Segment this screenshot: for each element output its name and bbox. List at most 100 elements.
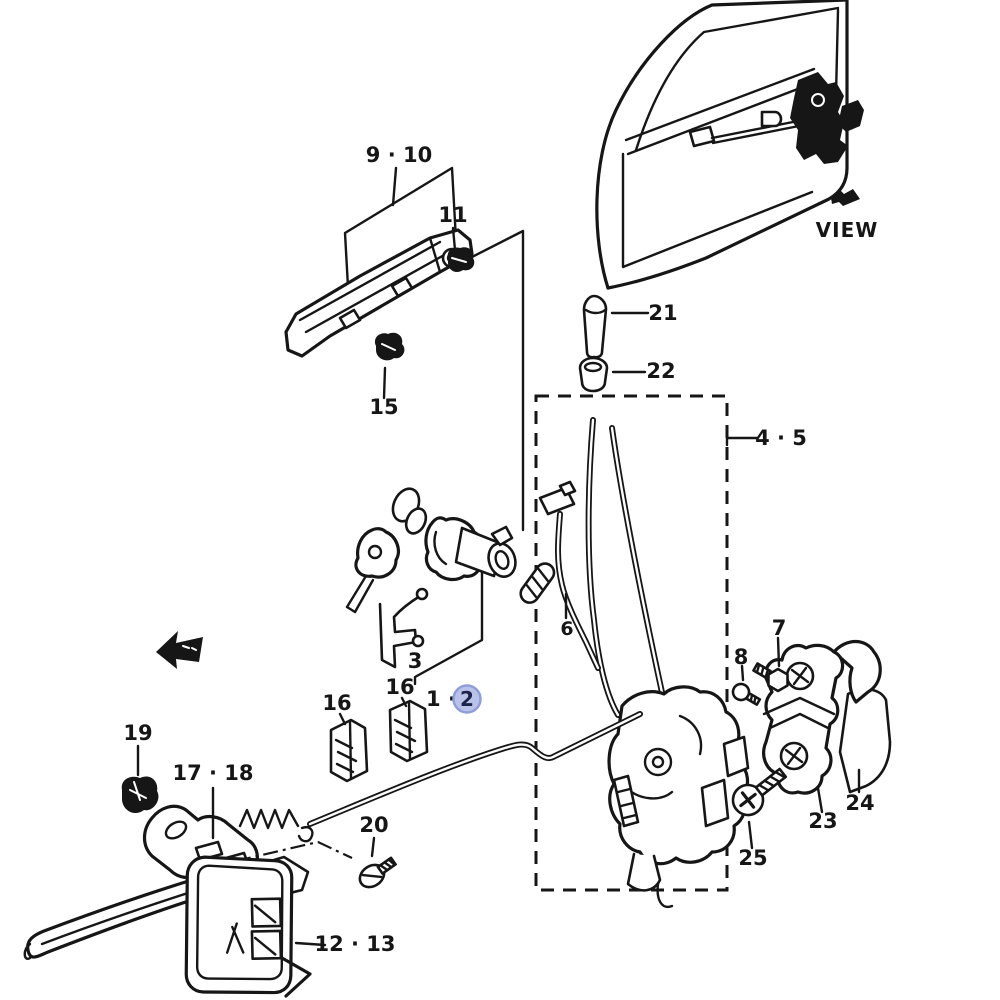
cylinder-washer-b [404,507,428,535]
leader-25 [747,820,754,850]
rod-hook [297,826,314,843]
latch-detail-b [678,714,703,756]
label-part-19: 19 [123,721,152,745]
leader-7 [776,636,781,668]
grommet-19-shine [129,781,147,801]
door-outer-edge [595,0,848,290]
nut-11-shine [451,257,467,263]
window-sill-line [624,67,816,142]
inner-panel-top [626,80,818,156]
bezel-12-13 [184,855,294,995]
door-latch-cluster [790,72,848,164]
leader-16-right [400,696,408,708]
label-part-16-left: 16 [322,691,351,715]
lock-knob-assembly [578,294,609,393]
door-rear-edge [606,0,849,290]
connecting-rod [297,711,643,843]
leader-lines [136,166,861,947]
handle-stud-a [390,276,414,298]
outside-handle-assembly [284,228,475,361]
part-labels: 9 · 10 11 15 21 22 4 · 5 3 16 16 1 · 19 … [123,143,874,956]
hinge-spring [238,808,300,830]
rear-frame-inner [834,8,840,97]
label-part-9-10: 9 · 10 [366,143,432,167]
striker-plate-24 [838,687,892,794]
screw-centre-line [235,840,353,863]
bolt-8 [731,682,762,706]
leader-9-10 [391,166,398,207]
label-part-1: 1 · [426,687,456,711]
latch-side-plate-a [700,778,730,828]
handle-inner-line-b [304,252,448,334]
cylinder-keyway [494,550,510,570]
dashed-box [534,394,729,892]
forward-arrow-marks [182,645,197,651]
cylinder-flange-detail [433,530,448,566]
label-part-8: 8 [734,645,749,669]
latch-foot [626,852,662,892]
key-blade-b [353,578,375,614]
latch-rods [519,417,671,723]
latch-side-plate-b [722,735,750,778]
leader-8 [740,664,745,682]
handle-stud-b [338,308,362,330]
latch-boundary [534,394,759,892]
door-lock-wing [838,100,864,132]
striker-hook [832,639,882,704]
grommet-22-hole [583,361,603,373]
bezel-hole-hatch [225,904,277,956]
striker-channel [762,696,836,730]
bolt-7 [752,662,789,693]
leader-11 [451,226,457,252]
highlight-circle[interactable] [452,684,482,714]
clip-16-right-hatch [393,701,417,761]
highlight-part-2[interactable]: 2 [452,684,482,714]
label-part-7: 7 [772,616,787,640]
window-frame-inner [634,6,840,152]
label-part-20: 20 [359,813,388,837]
leader-20 [370,836,376,858]
latch-lever-hatch [616,787,638,820]
label-part-3: 3 [408,649,423,673]
clip-3-prong-a [415,587,429,601]
clip-3 [378,594,422,669]
hinge-slot-a [194,840,224,862]
label-part-21: 21 [648,301,677,325]
handle-end-cap [428,236,442,274]
spring-6-coils [525,568,549,599]
key-bow [354,527,400,579]
screw-20-threads [379,858,396,872]
clip-16-left-hatch [334,720,358,780]
door-rod-guide [760,110,783,128]
leader-15 [382,366,387,400]
lever-tip [23,942,32,960]
label-part-22: 22 [646,359,675,383]
spring-6 [519,562,556,604]
label-part-16-right: 16 [385,675,414,699]
label-part-23: 23 [808,809,837,833]
forward-direction-arrow-icon [156,631,203,669]
retainer-clips [329,699,429,783]
latch-tail [656,882,674,909]
bezel-chevron [280,956,312,998]
latch-cam-center [651,755,665,769]
inner-panel-edge [621,152,814,269]
door-rod-a [710,119,800,140]
bezel-inner-outline [195,864,284,981]
leader-4-5 [725,429,759,447]
screw-25-threads [757,770,787,792]
view-label: VIEW [816,218,879,242]
bolt-8-threads [749,693,757,705]
handle-inner-line-a [298,240,442,322]
screw-20 [358,856,397,889]
cylinder-tab [490,525,514,547]
handle-rod-stud [558,480,577,497]
rod-diagonal-inner [610,426,670,722]
label-part-17-18: 17 · 18 [172,761,253,785]
rod-vertical-inner [587,418,620,717]
view-arrow-icon [831,189,860,206]
label-part-6: 6 [560,618,573,640]
door-latch-assembly [607,685,750,909]
